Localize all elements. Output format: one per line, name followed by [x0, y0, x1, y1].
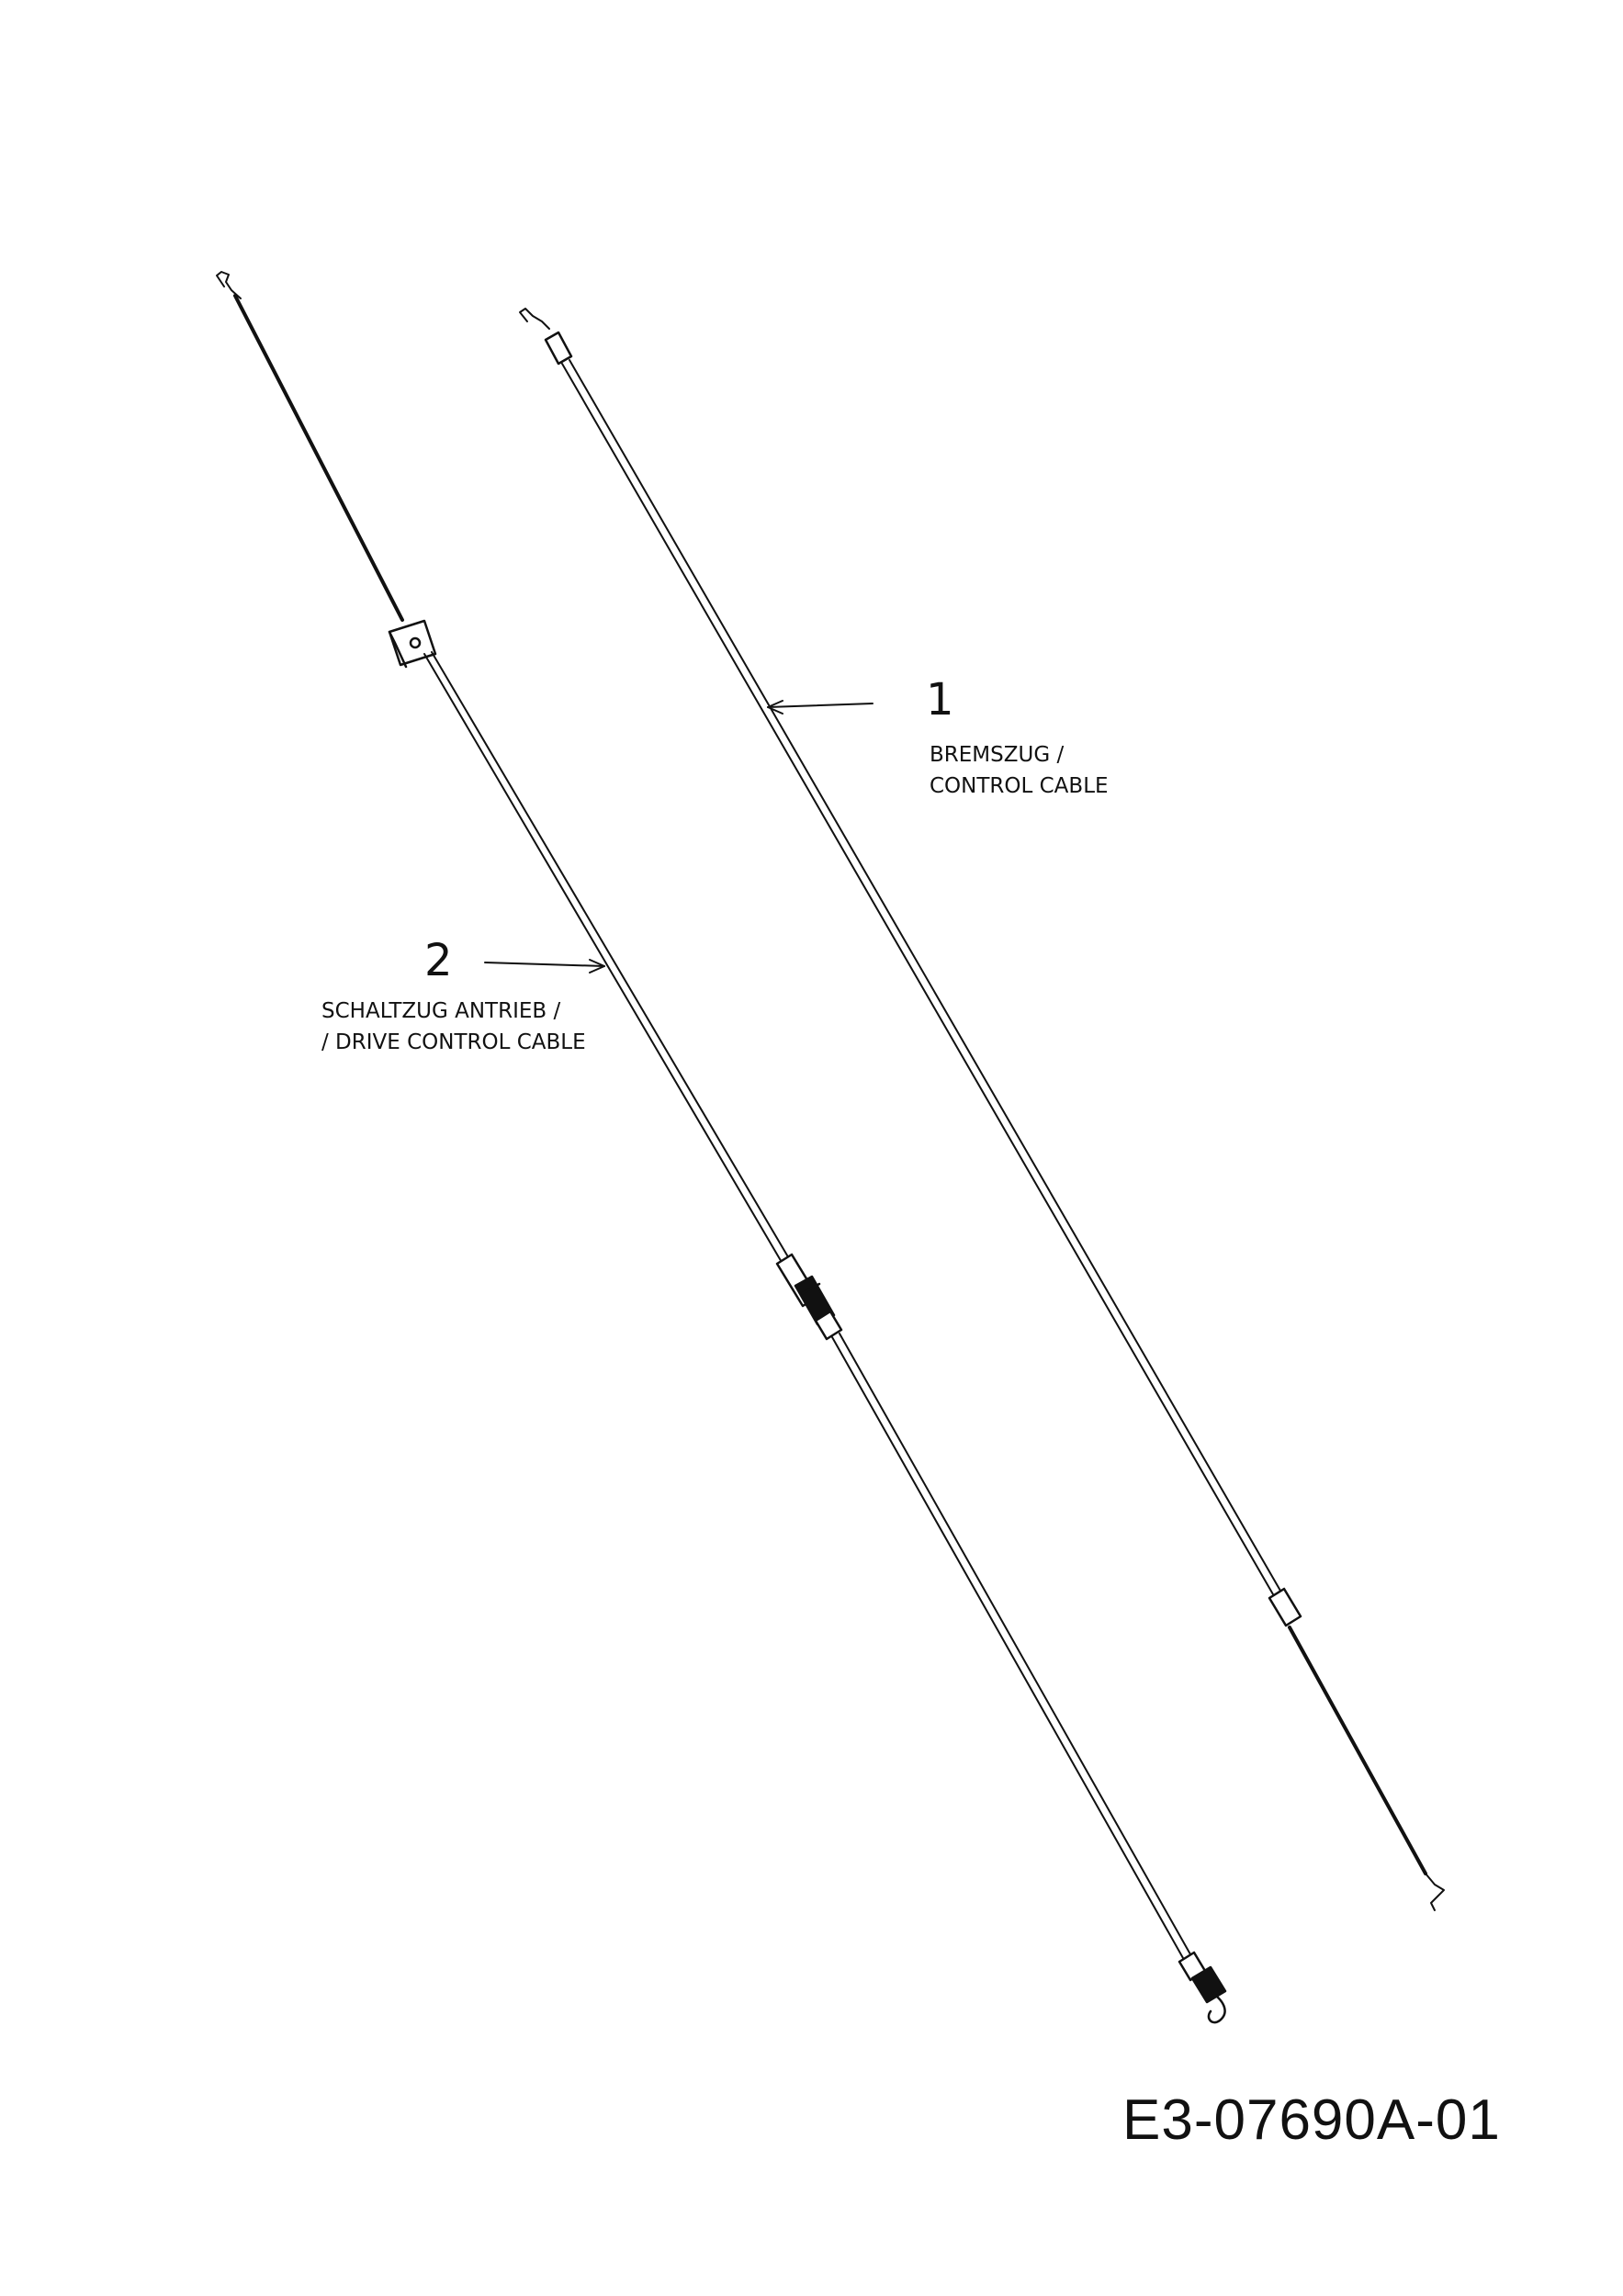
cable-2-top-hook [216, 271, 242, 299]
drawing-id: E3-07690A-01 [1122, 2088, 1501, 2152]
cable-1-sheath [561, 359, 1281, 1595]
leader-2 [484, 959, 605, 974]
cable-2-inner-wire [233, 294, 404, 622]
cable-2-sheath-lower [831, 1333, 1191, 1959]
callout-2-number: 2 [424, 935, 453, 986]
callout-1-label-english: CONTROL CABLE [930, 774, 1109, 798]
cable-2-bottom-fitting [1178, 1951, 1227, 2024]
cable-2-sheath-upper [423, 651, 791, 1265]
cable-2-adjuster [775, 1253, 843, 1341]
cable-1-top-hook [519, 308, 550, 330]
drive-control-cable [216, 271, 1227, 2024]
callout-2-label: SCHALTZUG ANTRIEB / / DRIVE CONTROL CABL… [321, 996, 586, 1058]
callout-1-label: BREMSZUG / CONTROL CABLE [930, 739, 1109, 802]
cable-1-lower-ferrule [1268, 1587, 1302, 1627]
cable-1-inner-wire [1288, 1626, 1427, 1875]
cable-1-bottom-hook [1425, 1873, 1445, 1911]
callout-2-label-english: / DRIVE CONTROL CABLE [321, 1030, 586, 1054]
callout-1-number: 1 [926, 674, 954, 726]
callout-1-label-german: BREMSZUG / [930, 743, 1065, 767]
cable-1-top-ferrule [544, 331, 573, 366]
callout-2-label-german: SCHALTZUG ANTRIEB / [321, 999, 561, 1023]
leader-1 [767, 700, 873, 715]
brake-control-cable [519, 308, 1445, 1911]
